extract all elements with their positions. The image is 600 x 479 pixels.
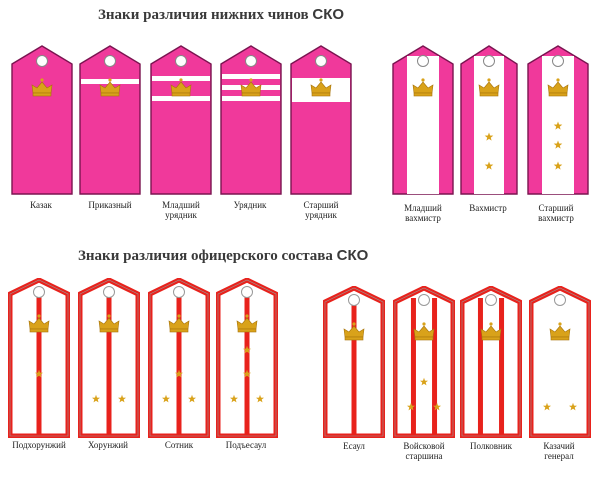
sko-label: СКО bbox=[312, 6, 345, 23]
star-icon bbox=[553, 140, 563, 149]
star-icon bbox=[543, 402, 551, 411]
crown-icon bbox=[98, 314, 120, 333]
button-icon bbox=[175, 55, 187, 67]
button-icon bbox=[552, 55, 564, 67]
button-icon bbox=[173, 286, 185, 298]
rank-caption: Казак bbox=[30, 200, 52, 210]
crown-icon bbox=[99, 78, 121, 97]
lower-rank-board bbox=[391, 44, 455, 196]
crown-icon bbox=[413, 322, 435, 341]
star-icon bbox=[553, 161, 563, 170]
rank-caption: Подъесаул bbox=[225, 440, 267, 450]
lower-ranks-title: Знаки различия нижних чинов СКО bbox=[98, 6, 345, 23]
crown-icon bbox=[412, 78, 434, 97]
crown-icon bbox=[480, 322, 502, 341]
button-icon bbox=[417, 55, 429, 67]
officer-rank-board bbox=[529, 286, 591, 438]
star-icon bbox=[230, 394, 238, 403]
officer-rank-board bbox=[393, 286, 455, 438]
button-icon bbox=[33, 286, 45, 298]
rank-caption: Младший вахмистр bbox=[404, 203, 442, 223]
button-icon bbox=[485, 294, 497, 306]
lower-rank-board bbox=[526, 44, 590, 196]
star-icon bbox=[118, 394, 126, 403]
star-icon bbox=[420, 377, 428, 386]
button-icon bbox=[245, 55, 257, 67]
officer-rank-board bbox=[8, 278, 70, 438]
officer-rank-board bbox=[216, 278, 278, 438]
crown-icon bbox=[547, 78, 569, 97]
officer-rank-board bbox=[323, 286, 385, 438]
button-icon bbox=[483, 55, 495, 67]
lower-rank-board bbox=[78, 44, 142, 196]
rank-caption: Полковник bbox=[469, 441, 513, 451]
crown-icon bbox=[170, 78, 192, 97]
star-icon bbox=[569, 402, 577, 411]
rank-caption: Приказный bbox=[88, 200, 132, 210]
star-icon bbox=[553, 121, 563, 130]
star-icon bbox=[484, 132, 494, 141]
rank-caption: Старший вахмистр bbox=[538, 203, 574, 223]
rank-caption: Подхорунжий bbox=[12, 440, 66, 450]
star-icon bbox=[407, 402, 415, 411]
button-icon bbox=[241, 286, 253, 298]
rank-caption: Войсковой старшина bbox=[403, 441, 445, 461]
rank-caption: Вахмистр bbox=[469, 203, 507, 213]
rank-caption: Младший урядник bbox=[162, 200, 200, 220]
star-icon bbox=[35, 369, 43, 378]
star-icon bbox=[243, 369, 251, 378]
star-icon bbox=[433, 402, 441, 411]
crown-icon bbox=[343, 322, 365, 341]
button-icon bbox=[104, 55, 116, 67]
star-icon bbox=[484, 161, 494, 170]
crown-icon bbox=[310, 78, 332, 97]
crown-icon bbox=[168, 314, 190, 333]
lower-rank-board bbox=[149, 44, 213, 196]
crown-icon bbox=[28, 314, 50, 333]
lower-rank-board bbox=[10, 44, 74, 196]
lower-rank-board bbox=[459, 44, 519, 196]
officers-title: Знаки различия офицерского состава СКО bbox=[78, 247, 369, 264]
rank-caption: Сотник bbox=[164, 440, 194, 450]
crown-icon bbox=[549, 322, 571, 341]
officer-rank-board bbox=[148, 278, 210, 438]
crown-icon bbox=[478, 78, 500, 97]
rank-caption: Есаул bbox=[343, 441, 365, 451]
star-icon bbox=[188, 394, 196, 403]
star-icon bbox=[243, 345, 251, 354]
rank-caption: Казачий генерал bbox=[543, 441, 575, 461]
button-icon bbox=[315, 55, 327, 67]
rank-caption: Урядник bbox=[233, 200, 267, 210]
button-icon bbox=[554, 294, 566, 306]
crown-icon bbox=[31, 78, 53, 97]
officer-rank-board bbox=[460, 286, 522, 438]
star-icon bbox=[92, 394, 100, 403]
star-icon bbox=[175, 369, 183, 378]
rank-caption: Хорунжий bbox=[88, 440, 128, 450]
rank-caption: Старший урядник bbox=[303, 200, 339, 220]
button-icon bbox=[36, 55, 48, 67]
button-icon bbox=[418, 294, 430, 306]
button-icon bbox=[103, 286, 115, 298]
sko-label: СКО bbox=[336, 247, 369, 264]
crown-icon bbox=[240, 78, 262, 97]
crown-icon bbox=[236, 314, 258, 333]
lower-rank-board bbox=[289, 44, 353, 196]
star-icon bbox=[162, 394, 170, 403]
lower-rank-board bbox=[219, 44, 283, 196]
officer-rank-board bbox=[78, 278, 140, 438]
star-icon bbox=[256, 394, 264, 403]
button-icon bbox=[348, 294, 360, 306]
